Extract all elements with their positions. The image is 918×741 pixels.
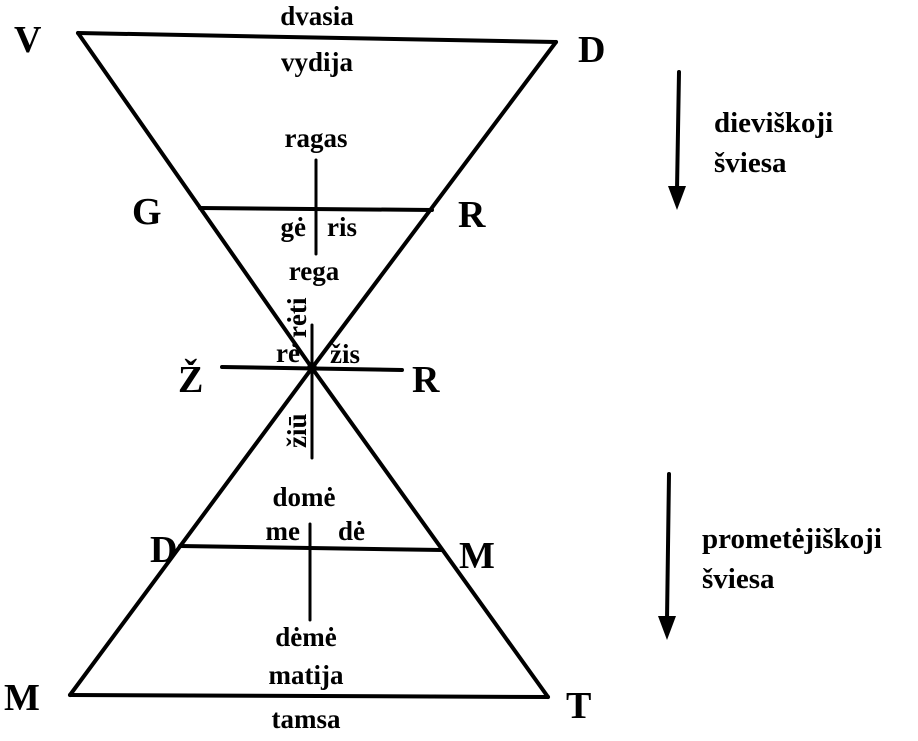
lower-triangle-right-edge (310, 366, 550, 699)
word-center-right: žis (330, 339, 360, 369)
word-center-up: rėti (282, 297, 312, 338)
lower-arrow-head (658, 616, 676, 640)
lower-triangle-left-edge (68, 366, 314, 697)
center-node (307, 363, 317, 373)
word-upper-right: ris (327, 212, 357, 242)
upper-triangle-right-edge (310, 40, 558, 370)
word-center-left: rė (276, 338, 300, 368)
vertex-label-top-right: D (578, 29, 605, 71)
upper-triangle-left-edge (76, 31, 314, 370)
word-lower-top: domė (273, 482, 336, 512)
upper-arrow-head (668, 186, 686, 210)
vertex-label-bottom-right: T (566, 685, 591, 727)
lower-arrow-shaft (665, 472, 671, 622)
word-upper-top: ragas (285, 123, 348, 153)
vertex-label-bottom-left: M (4, 677, 40, 719)
vertex-label-lower-left: D (150, 529, 177, 571)
side-label-lower-line2: šviesa (702, 563, 775, 595)
word-center-down: žiū (282, 413, 312, 448)
word-lower-right: dė (338, 516, 365, 546)
word-upper-left: gė (281, 212, 307, 242)
word-lower-bottom: dėmė (275, 622, 336, 652)
word-top-above: dvasia (280, 1, 354, 31)
upper-arrow-shaft (675, 70, 681, 192)
vertex-label-center-left: Ž (178, 359, 203, 401)
side-label-upper-line1: dieviškoji (714, 107, 833, 139)
lower-triangle-base-edge (68, 693, 550, 699)
vertex-label-lower-right: M (459, 535, 495, 577)
side-label-upper-line2: šviesa (714, 147, 787, 179)
vertex-label-top-left: V (14, 19, 42, 61)
vertex-label-center-right: R (412, 359, 440, 401)
vertex-label-upper-right: R (458, 194, 486, 236)
vertex-label-upper-left: G (132, 191, 162, 233)
word-bottom-below: tamsa (272, 704, 341, 734)
upper-triangle-top-edge (76, 31, 558, 44)
word-upper-bottom: rega (289, 256, 340, 286)
word-top-below: vydija (281, 47, 354, 77)
word-lower-left: me (266, 516, 300, 546)
word-bottom-above: matija (269, 660, 344, 690)
side-label-lower-line1: prometėjiškoji (702, 523, 882, 555)
